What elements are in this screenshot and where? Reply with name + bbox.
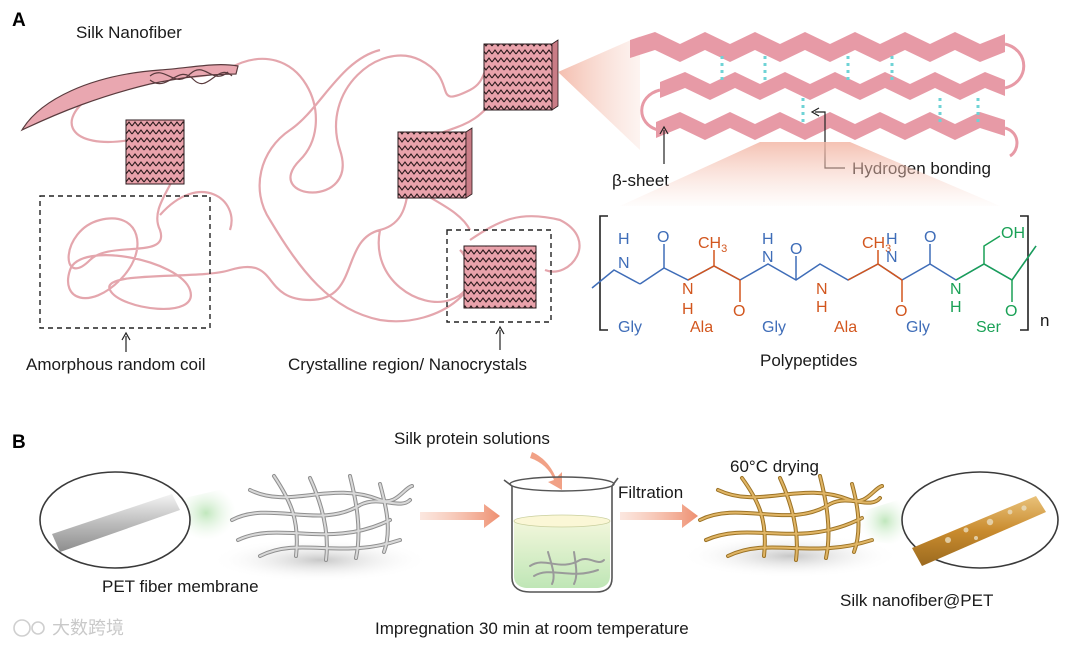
amorphous-arrow bbox=[121, 331, 131, 352]
silk-nanofiber-label: Silk Nanofiber bbox=[76, 23, 182, 42]
atom-o-3: O bbox=[790, 241, 802, 258]
watermark: 大数跨境 bbox=[13, 618, 124, 639]
crystalline-box bbox=[446, 229, 552, 323]
atom-n-2: N bbox=[682, 281, 694, 298]
atom-oh: OH bbox=[1001, 225, 1025, 242]
amorphous-box bbox=[39, 195, 211, 329]
beta-sheet-strands bbox=[630, 32, 1026, 158]
beta-sheet-label: β-sheet bbox=[612, 171, 669, 190]
drying-label: 60°C drying bbox=[730, 457, 819, 476]
atom-ch3-1: CH3 bbox=[698, 235, 727, 255]
nanocrystal-block-left bbox=[125, 119, 185, 185]
polypeptides-label: Polypeptides bbox=[760, 351, 857, 370]
atom-h-6: H bbox=[950, 299, 962, 316]
atom-n-6: N bbox=[950, 281, 962, 298]
silk-nanofiber-icon bbox=[20, 64, 239, 132]
nanocrystal-block-boxed bbox=[463, 245, 537, 309]
pour-arrow bbox=[530, 452, 562, 490]
pet-fiber-mesh bbox=[230, 474, 414, 562]
nanofiber-twist bbox=[149, 69, 233, 85]
residue-6: Ser bbox=[976, 319, 1002, 336]
atom-h-2: H bbox=[682, 301, 694, 318]
atom-o-2: O bbox=[733, 303, 745, 320]
filtration-label: Filtration bbox=[618, 483, 683, 502]
repeat-n: n bbox=[1040, 311, 1049, 330]
pet-zoom-beam bbox=[176, 486, 236, 540]
residue-2: Ala bbox=[690, 319, 713, 336]
pet-membrane-label: PET fiber membrane bbox=[102, 577, 259, 596]
polypeptide-structure: H N O N H CH3 O H N O N H CH3 O H N O N … bbox=[591, 215, 1037, 331]
residue-1: Gly bbox=[618, 319, 642, 336]
atom-h-1: H bbox=[618, 231, 630, 248]
nanocrystal-block-top bbox=[483, 39, 559, 111]
atom-h-5: H bbox=[886, 231, 898, 248]
pet-fiber-zoom-circle bbox=[39, 471, 191, 569]
nanocrystal-block-center bbox=[397, 127, 473, 199]
amorphous-label: Amorphous random coil bbox=[26, 355, 206, 374]
atom-o-1: O bbox=[657, 229, 669, 246]
crystalline-label: Crystalline region/ Nanocrystals bbox=[288, 355, 527, 374]
silk-pet-label: Silk nanofiber@PET bbox=[840, 591, 993, 610]
atom-o-5: O bbox=[924, 229, 936, 246]
residue-4: Ala bbox=[834, 319, 857, 336]
residue-5: Gly bbox=[906, 319, 930, 336]
beaker bbox=[503, 476, 619, 593]
zoom-fan-top bbox=[558, 36, 640, 150]
residue-3: Gly bbox=[762, 319, 786, 336]
atom-h-4: H bbox=[816, 299, 828, 316]
atom-n-5: N bbox=[886, 249, 898, 266]
silk-fiber-mesh bbox=[698, 474, 884, 562]
silk-solutions-label: Silk protein solutions bbox=[394, 429, 550, 448]
atom-h-3: H bbox=[762, 231, 774, 248]
panel-b-letter: B bbox=[12, 432, 26, 453]
silk-zoom-beam bbox=[860, 496, 910, 546]
atom-o-6: O bbox=[1005, 303, 1017, 320]
watermark-text: 大数跨境 bbox=[52, 618, 124, 639]
process-arrow-1 bbox=[420, 504, 500, 528]
panel-a-letter: A bbox=[12, 10, 26, 31]
beta-sheet-arrow bbox=[659, 125, 669, 164]
impregnation-label: Impregnation 30 min at room temperature bbox=[375, 619, 689, 638]
atom-n-4: N bbox=[816, 281, 828, 298]
silk-pet-zoom-circle bbox=[901, 471, 1059, 569]
process-arrow-2 bbox=[620, 504, 698, 528]
atom-o-4: O bbox=[895, 303, 907, 320]
pet-mesh-shadow bbox=[210, 538, 430, 582]
atom-ch3-2: CH3 bbox=[862, 235, 891, 255]
crystalline-arrow bbox=[495, 325, 505, 350]
atom-n-3: N bbox=[762, 249, 774, 266]
atom-n-1: N bbox=[618, 255, 630, 272]
zoom-fan-bottom bbox=[620, 142, 1000, 206]
